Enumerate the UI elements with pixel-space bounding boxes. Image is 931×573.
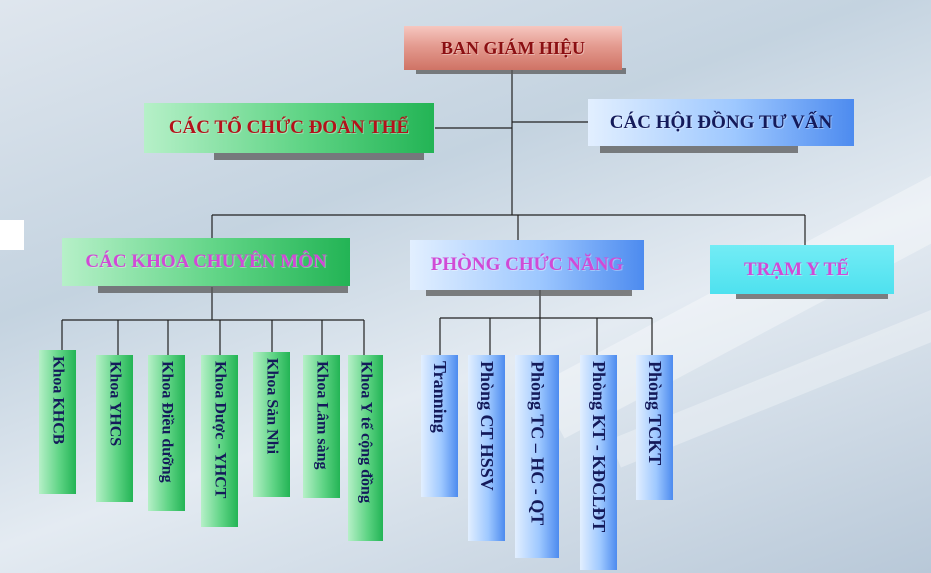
box-shadow [600, 145, 798, 153]
unit-khoa-san-nhi-label: Khoa Sản Nhi [263, 358, 281, 455]
box-tram-y-te[interactable]: TRẠM Y TẾ [710, 245, 894, 294]
unit-tranning[interactable]: Tranning [421, 355, 458, 497]
box-to-chuc-doan-the-label: CÁC TỔ CHỨC ĐOÀN THỂ [168, 117, 410, 138]
unit-khoa-khcb-label: Khoa KHCB [49, 356, 67, 445]
box-ban-giam-hieu-label: BAN GIÁM HIỆU [440, 37, 585, 58]
unit-phong-kt-kdcldt-label: Phòng KT - KĐCLĐT [589, 361, 609, 533]
box-ban-giam-hieu[interactable]: BAN GIÁM HIỆU [404, 26, 622, 70]
unit-khoa-duoc-yhct[interactable]: Khoa Dược - YHCT [201, 355, 238, 527]
box-shadow [214, 152, 424, 160]
unit-phong-ct-hssv-label: Phòng CT HSSV [477, 361, 497, 491]
unit-khoa-yhcs-label: Khoa YHCS [106, 361, 124, 447]
unit-khoa-y-te-cong-dong[interactable]: Khoa Y tế cộng đồng [348, 355, 383, 541]
unit-khoa-lam-sang-label: Khoa Lâm sàng [313, 361, 331, 470]
box-hoi-dong-tu-van[interactable]: CÁC HỘI ĐỒNG TƯ VẤN [588, 99, 854, 146]
box-phong-chuc-nang[interactable]: PHÒNG CHỨC NĂNG [410, 240, 644, 290]
unit-khoa-khcb[interactable]: Khoa KHCB [39, 350, 76, 494]
unit-phong-tc-hc-qt-label: Phòng TC – HC - QT [527, 361, 548, 526]
box-tram-y-te-label: TRẠM Y TẾ [744, 258, 849, 280]
unit-khoa-duoc-yhct-label: Khoa Dược - YHCT [211, 361, 229, 499]
box-shadow [416, 68, 626, 74]
box-shadow [98, 285, 348, 293]
unit-khoa-y-te-cong-dong-label: Khoa Y tế cộng đồng [357, 361, 375, 503]
unit-khoa-dieu-duong[interactable]: Khoa Điều dưỡng [148, 355, 185, 511]
box-shadow [736, 293, 888, 299]
box-to-chuc-doan-the[interactable]: CÁC TỔ CHỨC ĐOÀN THỂ [144, 103, 434, 153]
box-hoi-dong-tu-van-label: CÁC HỘI ĐỒNG TƯ VẤN [609, 111, 833, 133]
unit-khoa-san-nhi[interactable]: Khoa Sản Nhi [253, 352, 290, 497]
unit-phong-tckt-label: Phòng TCKT [645, 361, 665, 466]
box-cac-khoa-chuyen-mon[interactable]: CÁC KHOA CHUYÊN MÔN [62, 238, 350, 286]
unit-khoa-dieu-duong-label: Khoa Điều dưỡng [158, 361, 176, 483]
box-shadow [426, 289, 632, 296]
unit-khoa-yhcs[interactable]: Khoa YHCS [96, 355, 133, 502]
unit-phong-kt-kdcldt[interactable]: Phòng KT - KĐCLĐT [580, 355, 617, 570]
box-phong-chuc-nang-label: PHÒNG CHỨC NĂNG [430, 254, 624, 275]
unit-tranning-label: Tranning [430, 361, 450, 433]
unit-phong-tc-hc-qt[interactable]: Phòng TC – HC - QT [515, 355, 559, 558]
unit-phong-tckt[interactable]: Phòng TCKT [636, 355, 673, 500]
box-cac-khoa-chuyen-mon-label: CÁC KHOA CHUYÊN MÔN [85, 251, 327, 272]
unit-khoa-lam-sang[interactable]: Khoa Lâm sàng [303, 355, 340, 498]
unit-phong-ct-hssv[interactable]: Phòng CT HSSV [468, 355, 505, 541]
